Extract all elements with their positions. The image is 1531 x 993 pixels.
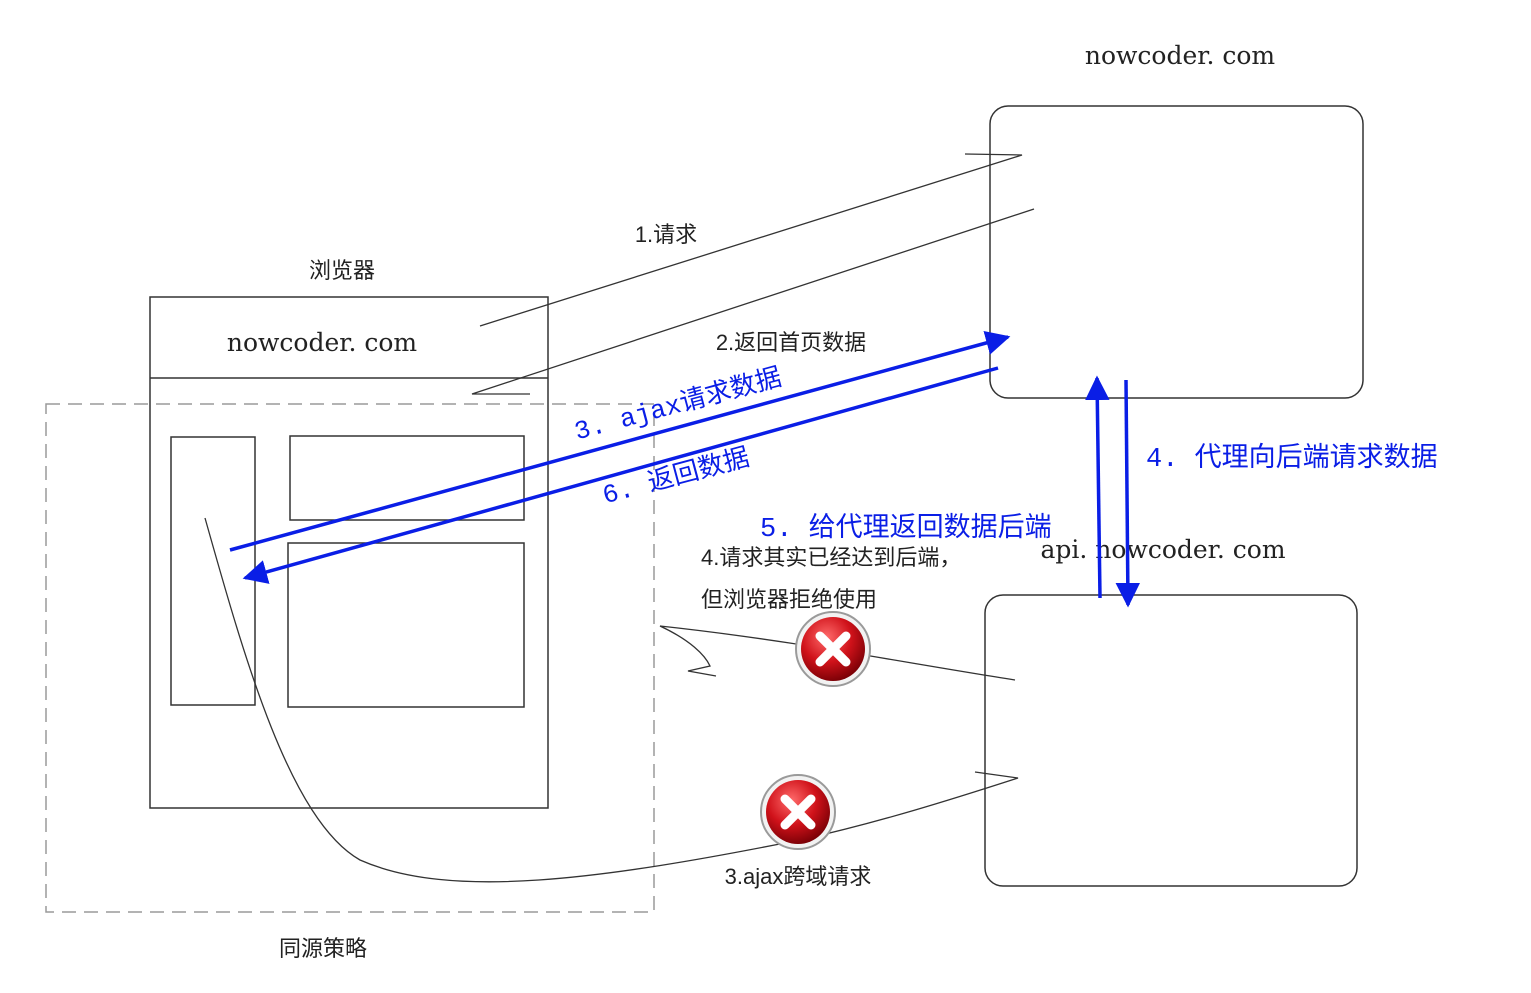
step5-proxy-label: 5. 给代理返回数据后端 [760,512,1052,545]
note-line1: 4.请求其实已经达到后端， [701,545,961,570]
step1-label: 1.请求 [635,222,697,247]
step3-cross-domain-label: 3.ajax跨域请求 [725,864,872,889]
same-origin-boundary [45,403,655,913]
proxy-return-arrow [1085,375,1110,599]
browser-top-panel [289,435,525,521]
server-box-top [989,105,1364,399]
server-box-bottom [984,594,1358,887]
browser-sidebar-panel [170,436,256,706]
rejected-response-arrow [659,625,1016,681]
same-origin-label: 同源策略 [279,936,367,961]
browser-title: 浏览器 [309,258,375,283]
return-data-arrow [242,366,999,584]
browser-address: nowcoder. com [227,328,418,357]
server-bottom-domain: api. nowcoder. com [1040,535,1285,564]
error-x-icon [795,611,871,687]
cross-domain-request-arrow [204,517,1019,883]
server-top-domain: nowcoder. com [1085,41,1276,70]
browser-main-panel [287,542,525,708]
step2-label: 2.返回首页数据 [716,330,866,355]
step4-proxy-label: 4. 代理向后端请求数据 [1146,442,1438,475]
error-x-icon [760,774,836,850]
ajax-request-arrow [229,331,1011,552]
proxy-request-arrow [1115,379,1141,608]
return-home-arrow [471,208,1035,395]
browser-window [149,296,549,809]
request-arrow [479,153,1023,327]
note-line2: 但浏览器拒绝使用 [701,587,877,612]
step6-label: 6. 返回数据 [599,442,753,511]
